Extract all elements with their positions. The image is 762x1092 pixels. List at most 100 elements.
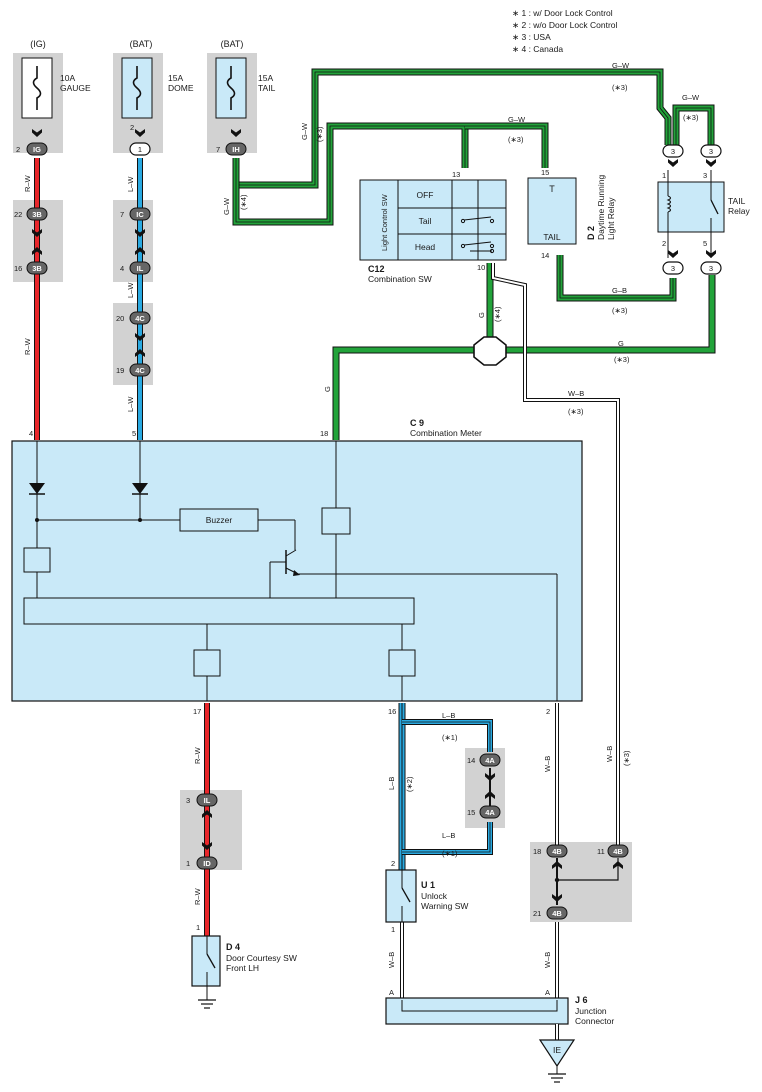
connector-4b-left: 4B [546, 844, 568, 858]
fuse-source-bat-tail: (BAT) [221, 39, 244, 49]
variant-4-g: (∗4) [493, 306, 502, 322]
variant-3-wb: (∗3) [622, 750, 631, 766]
connector-4b-bottom: 4B [546, 906, 568, 920]
fuse-source-ig: (IG) [30, 39, 46, 49]
pin-7-ic: 7 [120, 210, 124, 219]
meter-code: C 9 [410, 418, 424, 428]
svg-text:IL: IL [137, 264, 144, 273]
pin-1-id: 1 [186, 859, 190, 868]
buzzer-label: Buzzer [206, 515, 233, 525]
connector-3b-top: 3B [26, 207, 48, 221]
connector-3b-bottom: 3B [26, 261, 48, 275]
pin-13: 13 [452, 170, 460, 179]
svg-text:4B: 4B [552, 909, 562, 918]
meter-name: Combination Meter [410, 428, 482, 438]
note-4: ∗ 4 : Canada [512, 44, 563, 54]
wire-label-lw-1: L–W [126, 176, 135, 192]
pin-5-relay: 5 [703, 239, 707, 248]
svg-text:3B: 3B [32, 264, 42, 273]
splice-dot [554, 877, 560, 883]
variant-3-top: (∗3) [612, 83, 628, 92]
wire-label-g-right: G [618, 339, 624, 348]
pin-19: 19 [116, 366, 124, 375]
wire-label-wb-top: W–B [568, 389, 584, 398]
wire-label-lw-3: L–W [126, 396, 135, 412]
junction-pin-a-left: A [389, 988, 394, 997]
wire-w-b [400, 263, 620, 1000]
pin-2-relay: 2 [662, 239, 666, 248]
pin-16-meter: 16 [388, 707, 396, 716]
svg-text:3: 3 [709, 264, 713, 273]
wire-label-rw-1: R–W [23, 174, 32, 192]
pin-3-il: 3 [186, 796, 190, 805]
combo-sw-name: Combination SW [368, 274, 432, 284]
wire-label-gw-2: G–W [222, 197, 231, 215]
wire-label-g-left: G [323, 386, 332, 392]
variant-3-gw: (∗3) [315, 126, 324, 142]
svg-text:3: 3 [671, 147, 675, 156]
variant-4-gw: (∗4) [239, 194, 248, 210]
wire-label-lw-2: L–W [126, 282, 135, 298]
fuse-tail [215, 57, 247, 119]
svg-text:4A: 4A [485, 808, 495, 817]
pin-18-4b: 18 [533, 847, 541, 856]
pin-2-u1: 2 [391, 859, 395, 868]
combo-pos-off: OFF [417, 190, 434, 200]
combo-pos-head: Head [415, 242, 436, 252]
pin-11-4b: 11 [597, 847, 605, 856]
door-sw-code: D 4 [226, 942, 240, 952]
pin-22: 22 [14, 210, 22, 219]
junction-connector [385, 997, 569, 1040]
wire-label-gw-1: G–W [300, 122, 309, 140]
svg-text:IC: IC [136, 210, 144, 219]
connector-il-top: IL [129, 261, 151, 275]
combination-meter [11, 440, 583, 702]
drl-relay [527, 177, 577, 245]
fuse-name-tail: TAIL [258, 83, 276, 93]
connector-ig: IG [26, 142, 48, 156]
pin-1-u1: 1 [391, 925, 395, 934]
pin-1-relay: 1 [662, 171, 666, 180]
svg-text:4C: 4C [135, 314, 145, 323]
ground-ie [538, 1039, 576, 1083]
svg-text:1: 1 [138, 145, 142, 154]
unlock-sw-code: U 1 [421, 880, 435, 890]
pin-4-il: 4 [120, 264, 124, 273]
pin-10: 10 [477, 263, 485, 272]
wire-label-gb: G–B [612, 286, 627, 295]
fuse-name-gauge: GAUGE [60, 83, 91, 93]
pin-14-4a: 14 [467, 756, 475, 765]
svg-text:4C: 4C [135, 366, 145, 375]
variant-1-bottom: (∗1) [442, 849, 458, 858]
fuse-dome [121, 57, 153, 119]
svg-text:IL: IL [204, 796, 211, 805]
pin-1-d4: 1 [196, 923, 200, 932]
pin-3-relay: 3 [703, 171, 707, 180]
wire-label-g-mid: G [477, 312, 486, 318]
connector-id: ID [196, 856, 218, 870]
note-2: ∗ 2 : w/o Door Lock Control [512, 20, 617, 30]
wire-label-lb-1: L–B [442, 711, 455, 720]
variant-1-top: (∗1) [442, 733, 458, 742]
connector-3-d: 3 [700, 261, 722, 275]
door-sw-name-2: Front LH [226, 963, 259, 973]
wire-label-gw-relay: G–W [682, 93, 700, 102]
junction-code: J 6 [575, 995, 588, 1005]
connector-ic: IC [129, 207, 151, 221]
unlock-sw-name-2: Warning SW [421, 901, 468, 911]
fuse-rating-gauge: 10A [60, 73, 75, 83]
wire-label-rw-4: R–W [193, 887, 202, 905]
drl-tail-label: TAIL [543, 232, 561, 242]
pin-17: 17 [193, 707, 201, 716]
wire-label-lb-2: L–B [387, 777, 396, 790]
pin-5-meter: 5 [132, 429, 136, 438]
notes-legend: ∗ 1 : w/ Door Lock Control ∗ 2 : w/o Doo… [512, 8, 617, 54]
tail-relay-name-1: TAIL [728, 196, 746, 206]
fuse-rating-tail: 15A [258, 73, 273, 83]
door-courtesy-sw [191, 935, 221, 1009]
unlock-sw-name-1: Unlock [421, 891, 448, 901]
wire-label-rw-2: R–W [23, 337, 32, 355]
variant-3-g: (∗3) [614, 355, 630, 364]
variant-3-mid: (∗3) [508, 135, 524, 144]
note-1: ∗ 1 : w/ Door Lock Control [512, 8, 613, 18]
